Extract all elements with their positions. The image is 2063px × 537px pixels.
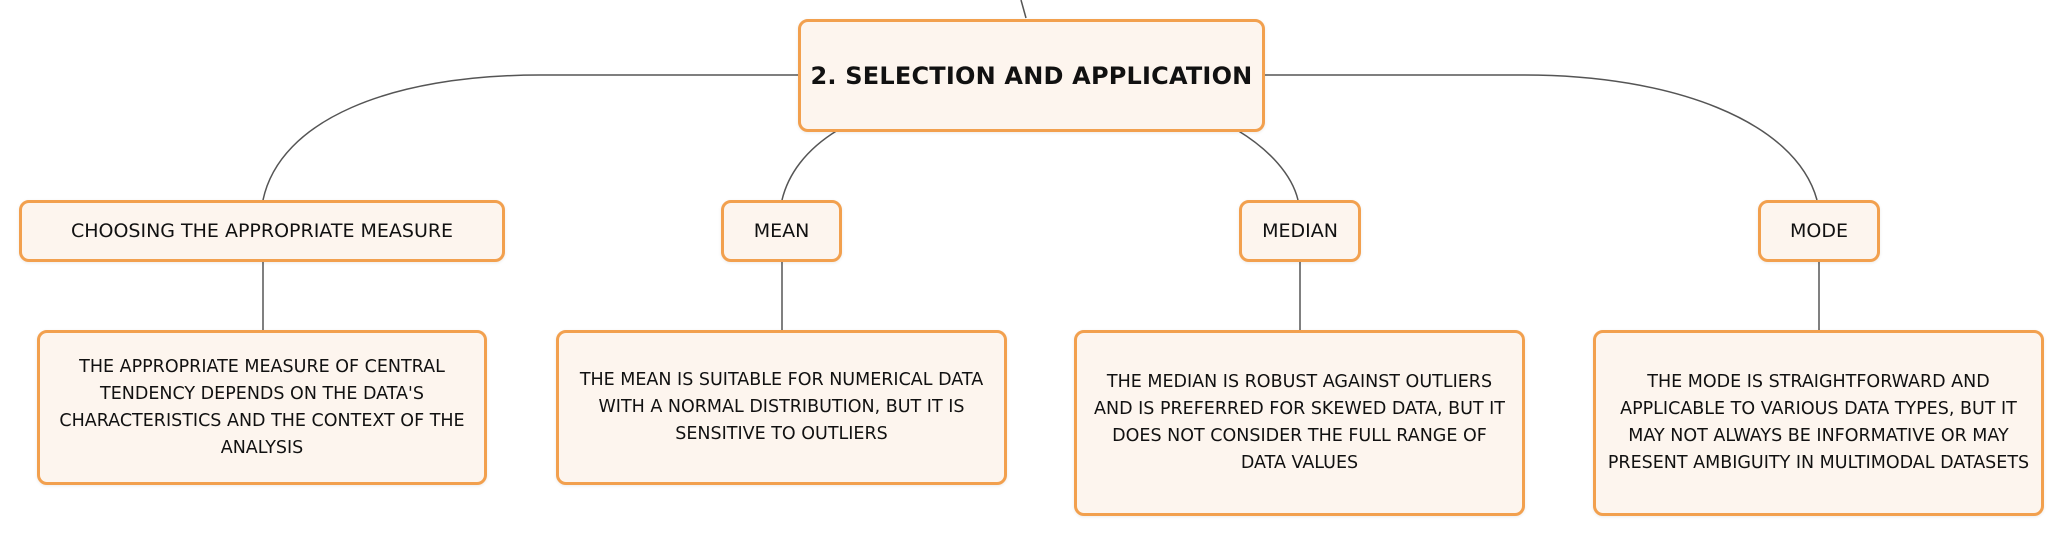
detail-node-text: THE APPROPRIATE MEASURE OF CENTRAL TENDE… [59, 356, 465, 458]
connector-root-to-mean [781, 129, 839, 201]
detail-node-choosing-measure[interactable]: THE APPROPRIATE MEASURE OF CENTRAL TENDE… [37, 330, 487, 485]
branch-node-label: CHOOSING THE APPROPRIATE MEASURE [70, 220, 454, 242]
branch-node-mode[interactable]: MODE [1758, 200, 1880, 262]
root-node[interactable]: 2. SELECTION AND APPLICATION [798, 19, 1265, 132]
connector-root-to-mode [1265, 74, 1818, 201]
connector-root-to-median [1236, 129, 1299, 201]
detail-node-text: THE MODE IS STRAIGHTFORWARD AND APPLICAB… [1607, 372, 2030, 473]
connector-parent-to-root [1020, 0, 1027, 19]
branch-node-label: MODE [1790, 220, 1848, 242]
branch-node-label: MEDIAN [1262, 220, 1338, 242]
detail-node-mean[interactable]: THE MEAN IS SUITABLE FOR NUMERICAL DATA … [556, 330, 1007, 485]
detail-node-median[interactable]: THE MEDIAN IS ROBUST AGAINST OUTLIERS AN… [1074, 330, 1525, 516]
branch-node-label: MEAN [753, 220, 810, 242]
root-node-label: 2. SELECTION AND APPLICATION [810, 61, 1253, 90]
branch-node-median[interactable]: MEDIAN [1239, 200, 1361, 262]
branch-node-mean[interactable]: MEAN [721, 200, 842, 262]
detail-node-mode[interactable]: THE MODE IS STRAIGHTFORWARD AND APPLICAB… [1593, 330, 2044, 516]
connector-root-to-choosing [262, 74, 799, 201]
branch-node-choosing-measure[interactable]: CHOOSING THE APPROPRIATE MEASURE [19, 200, 505, 262]
detail-node-text: THE MEDIAN IS ROBUST AGAINST OUTLIERS AN… [1094, 372, 1505, 473]
detail-node-text: THE MEAN IS SUITABLE FOR NUMERICAL DATA … [579, 370, 984, 444]
